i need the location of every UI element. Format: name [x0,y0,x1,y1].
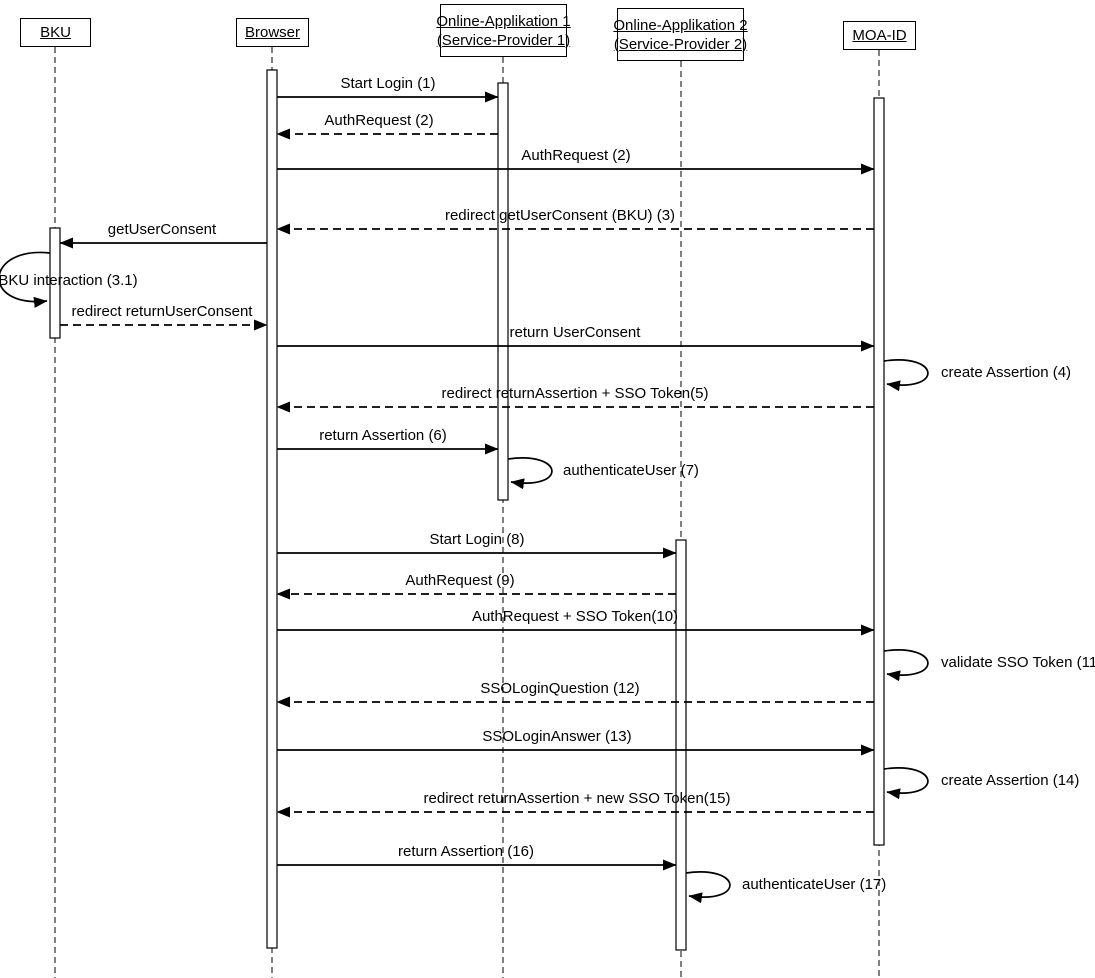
participant-label-bku: BKU [40,24,71,41]
message-21-label: authenticateUser (17) [742,876,887,893]
message-14-label: AuthRequest + SSO Token(10) [471,608,679,625]
participant-header-oa2: Online-Applikation 2 (Service-Provider 2… [613,8,748,61]
message-13-label: AuthRequest (9) [405,572,515,589]
message-2-label: AuthRequest (2) [521,147,631,164]
activation-browser [266,69,278,949]
participant-label-oa2-line2: (Service-Provider 2) [613,35,748,53]
message-9-label: redirect returnAssertion + SSO Token(5) [441,385,709,402]
message-10-label: return Assertion (6) [319,427,447,444]
participant-label-oa2-line1: Online-Applikation 2 [613,16,748,34]
message-11-label: authenticateUser (7) [563,462,699,479]
message-12-label: Start Login (8) [429,531,525,548]
message-15-arrow [883,649,929,682]
activation-moaid [873,97,885,846]
message-18-label: create Assertion (14) [941,772,1080,789]
activation-oa2 [675,539,687,951]
message-5-arrow [0,251,51,308]
participant-label-browser: Browser [244,24,300,41]
participant-header-moaid: MOA-ID [843,21,916,50]
message-19-label: redirect returnAssertion + new SSO Token… [423,790,731,807]
message-20-label: return Assertion (16) [398,843,534,860]
message-6-label: redirect returnUserConsent [71,303,253,320]
message-15-label: validate SSO Token (11) [941,654,1095,671]
message-18-arrow [883,767,929,800]
activation-bku [49,227,61,339]
participant-label-oa1-line2: (Service-Provider 1) [436,31,571,49]
participant-header-oa1: Online-Applikation 1 (Service-Provider 1… [436,4,571,57]
message-1-label: AuthRequest (2) [324,112,434,129]
participant-label-moaid: MOA-ID [852,27,907,44]
message-21-arrow [685,871,731,904]
participant-header-browser: Browser [236,18,309,47]
message-16-label: SSOLoginQuestion (12) [480,680,640,697]
message-17-label: SSOLoginAnswer (13) [482,728,632,745]
message-0-label: Start Login (1) [340,75,436,92]
activation-oa1 [497,82,509,501]
message-7-label: return UserConsent [509,324,641,341]
message-4-label: getUserConsent [107,221,217,238]
message-3-label: redirect getUserConsent (BKU) (3) [444,207,676,224]
message-8-arrow [883,359,929,392]
message-11-arrow [507,457,553,490]
message-8-label: create Assertion (4) [941,364,1072,381]
participant-header-bku: BKU [20,18,91,47]
participant-label-oa1-line1: Online-Applikation 1 [436,12,571,30]
message-5-label: BKU interaction (3.1) [0,272,138,289]
